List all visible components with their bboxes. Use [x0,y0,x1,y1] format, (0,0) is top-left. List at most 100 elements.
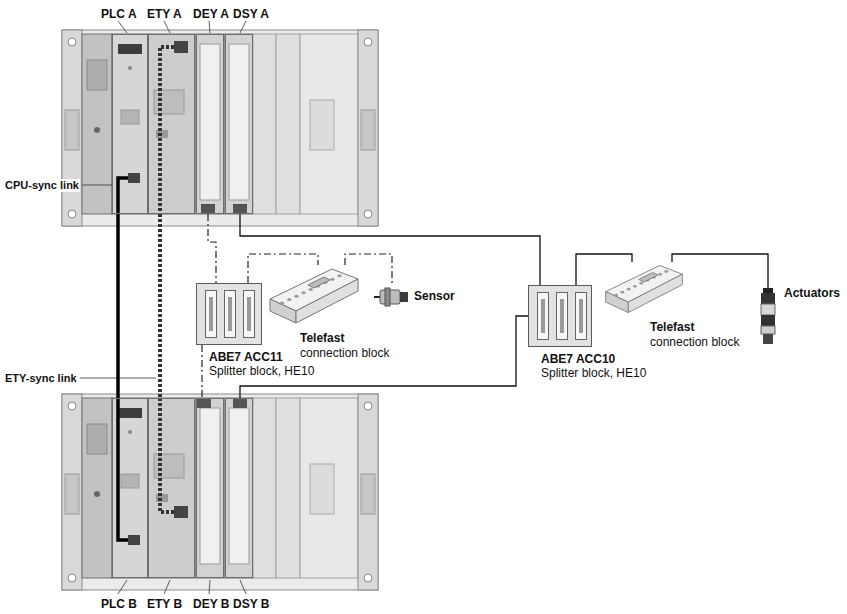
slot-pins [560,299,564,333]
slot-pins [541,299,545,333]
terminal-screw [309,288,313,291]
cpu-sync-port [128,173,140,183]
light-segment [761,315,775,326]
block-end [606,292,629,313]
node-subtitle: connection block [300,346,389,360]
node-subtitle: Splitter block, HE10 [209,364,314,378]
output-cable [576,254,632,285]
he10-connector [201,204,215,214]
slot-pins [228,297,232,331]
input-module: DEY B [196,398,224,578]
input-cable [248,254,318,283]
link-label: CPU-sync link [4,179,80,192]
block-front [296,279,358,323]
node-title: DSY A [233,7,269,21]
he10-slot [224,290,236,338]
node-title: Telefast [650,320,694,334]
output-cable [240,214,540,285]
cpu-module: PLC A [112,34,148,214]
sensor-cable [374,296,380,298]
link-label: ETY-sync link [4,372,78,385]
sensor: Sensor [374,284,410,310]
sensor-head [400,292,408,302]
leader-line [209,580,210,594]
ety-sync-stub [160,398,174,512]
node-title: DSY B [233,597,269,611]
slot-pins [579,299,583,333]
terminal-screw [337,274,341,277]
cpu-sync-cable [116,214,120,398]
terminal-screw [287,298,291,301]
node-title: PLC A [101,7,137,21]
telefast-drawing [268,265,360,327]
terminal-screw [280,302,284,305]
ethernet-module: ETY B [148,398,195,578]
terminal-screw [330,278,334,281]
node-title: ABE7 ACC10 [541,352,615,366]
he10-connector [233,398,247,408]
node-title: Actuators [784,286,840,300]
leader-line [164,580,170,594]
light-segment [761,293,775,304]
leader-line [240,21,246,33]
output-module: DSY B [225,398,253,578]
slot-pins [209,297,213,331]
rack-a [62,30,378,226]
input-module: DEY A [196,34,224,214]
leader-line [118,21,127,33]
light-segment [761,326,775,334]
terminal-screw [301,291,305,294]
rack-b [62,394,378,590]
node-title: ABE7 ACC11 [209,350,283,364]
cpu-module: PLC B [112,398,148,578]
ety-sync-cable [158,214,162,398]
cpu-sync-port [128,535,140,545]
he10-socket [639,272,658,282]
leader-line [209,21,210,33]
block-end [270,299,296,323]
light-base [763,334,773,344]
terminal-screw [639,282,643,285]
terminal-screw [658,273,662,276]
splitter-block: ABE7 ACC11Splitter block, HE10 [196,283,262,345]
stack-light-drawing [758,288,778,344]
sensor-nut [385,288,390,306]
he10-slot [537,292,549,340]
he10-slot [243,290,255,338]
light-cap [763,288,773,293]
he10-connector [233,204,247,214]
leader-line [164,21,170,33]
he10-connector [197,398,211,408]
node-subtitle: connection block [650,335,739,349]
node-title: Telefast [300,331,344,345]
input-cable [201,345,202,398]
node-title: DEY B [193,597,229,611]
he10-slot [556,292,568,340]
ety-sync-stub [160,47,174,214]
splitter-block: ABE7 ACC10Splitter block, HE10 [528,285,592,347]
slot-pins [247,297,251,331]
terminal-screw [664,270,668,273]
telefast-block: Telefastconnection block [268,265,360,327]
output-module: DSY A [225,34,253,214]
node-title: PLC B [101,597,137,611]
input-cable [208,214,216,283]
ety-sync-port [174,506,188,518]
telefast-drawing [598,262,690,316]
actuator-light: Actuators [758,288,778,344]
node-title: DEY A [193,7,229,21]
terminal-screw [614,294,618,297]
leader-line [82,185,113,186]
he10-socket [308,277,330,288]
block-front [628,274,682,312]
cpu-sync-stub [118,178,128,214]
terminal-screw [620,291,624,294]
leader-line [118,580,127,594]
cpu-sync-stub [118,398,128,540]
sensor-drawing [374,284,410,310]
ety-sync-port [174,41,188,53]
he10-slot [205,290,217,338]
